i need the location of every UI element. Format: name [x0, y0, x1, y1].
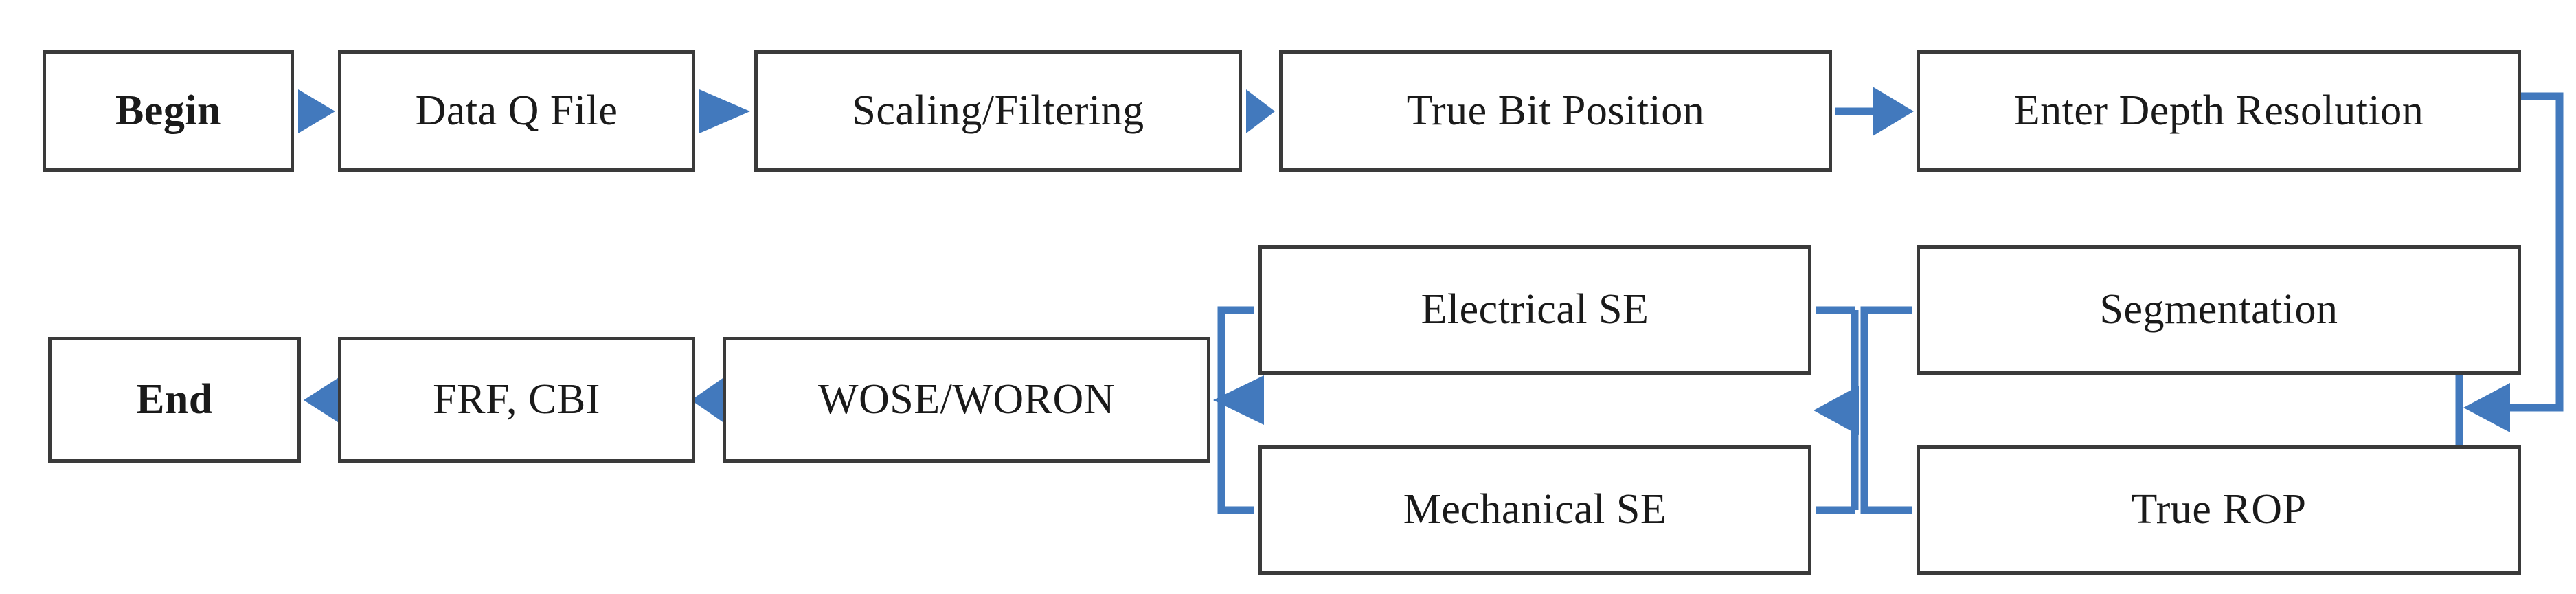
node-wose-woron[interactable]: WOSE/WORON [723, 337, 1210, 463]
node-data-q-file[interactable]: Data Q File [338, 50, 695, 172]
node-begin-label: Begin [115, 87, 222, 134]
node-mechanical-se[interactable]: Mechanical SE [1258, 446, 1811, 575]
connector-true-bit-to-depth-res [1835, 87, 1914, 136]
node-scaling-filtering[interactable]: Scaling/Filtering [754, 50, 1242, 172]
node-electrical-se-label: Electrical SE [1421, 286, 1649, 333]
connector-begin-to-data-q-file [298, 89, 335, 133]
node-scaling-filtering-label: Scaling/Filtering [852, 87, 1144, 134]
node-frf-cbi-label: FRF, CBI [433, 375, 600, 423]
node-segmentation[interactable]: Segmentation [1917, 245, 2521, 375]
node-mechanical-se-label: Mechanical SE [1403, 486, 1667, 534]
node-segmentation-label: Segmentation [2099, 286, 2338, 333]
node-true-bit-position-label: True Bit Position [1406, 87, 1705, 134]
node-end[interactable]: End [48, 337, 301, 463]
node-electrical-se[interactable]: Electrical SE [1258, 245, 1811, 375]
node-true-rop-label: True ROP [2131, 486, 2307, 534]
connector-frf-cbi-to-end [304, 375, 342, 425]
node-frf-cbi[interactable]: FRF, CBI [338, 337, 695, 463]
connector-electrical-mechanical-to-wose-woron [1213, 306, 1264, 514]
node-end-label: End [136, 375, 213, 423]
node-begin[interactable]: Begin [43, 50, 294, 172]
node-data-q-file-label: Data Q File [415, 87, 618, 134]
node-enter-depth-resolution-label: Enter Depth Resolution [2013, 87, 2424, 134]
connector-segmentation-true-rop-to-electrical-mechanical [1814, 306, 1912, 514]
node-true-bit-position[interactable]: True Bit Position [1279, 50, 1832, 172]
connector-scaling-to-true-bit [1246, 89, 1275, 133]
connector-wose-woron-to-frf-cbi [691, 375, 727, 425]
node-wose-woron-label: WOSE/WORON [817, 375, 1116, 423]
connector-data-q-file-to-scaling [699, 89, 750, 133]
node-enter-depth-resolution[interactable]: Enter Depth Resolution [1917, 50, 2521, 172]
node-true-rop[interactable]: True ROP [1917, 446, 2521, 575]
